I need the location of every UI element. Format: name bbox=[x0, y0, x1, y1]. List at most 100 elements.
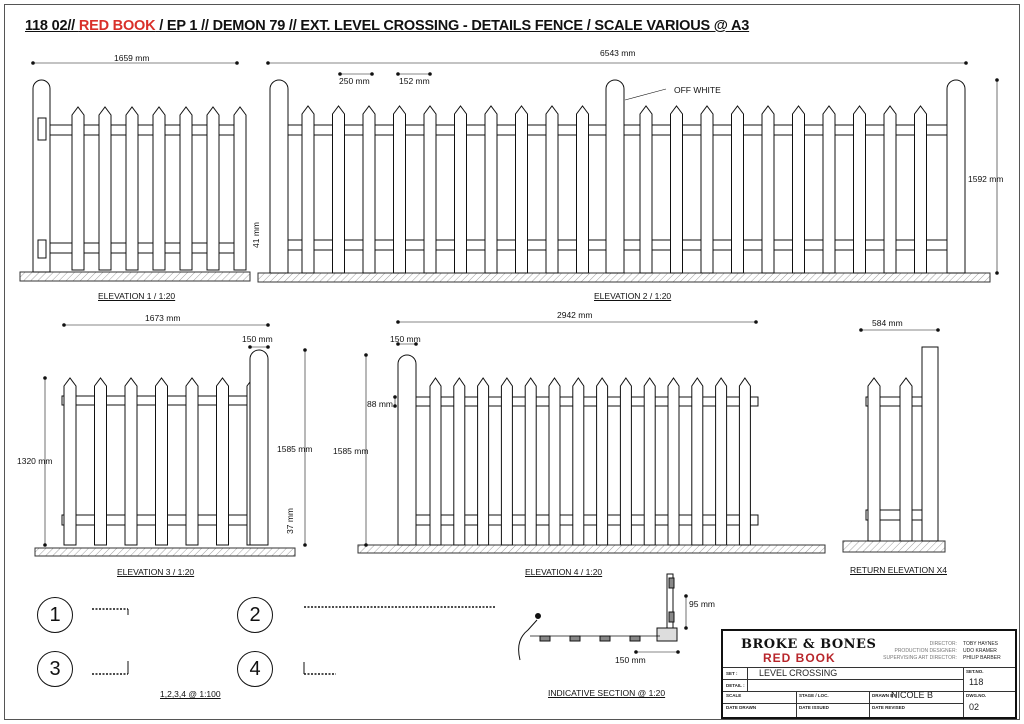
dimension-tick bbox=[364, 543, 368, 547]
dimension-tick bbox=[393, 404, 397, 408]
picket bbox=[761, 105, 775, 274]
ground-hatch bbox=[842, 540, 946, 553]
picket bbox=[423, 105, 437, 274]
credits-values: TOBY HAYNES UDO KRAMER PHILIP BARBER bbox=[963, 641, 1001, 662]
dimension-tick bbox=[396, 320, 400, 324]
logo-broke-bones: BROKE & BONES bbox=[741, 637, 877, 652]
scale-label: SCALE bbox=[726, 693, 742, 698]
date-issued-label: DATE ISSUED bbox=[799, 705, 829, 710]
picket bbox=[572, 377, 585, 546]
section-picket bbox=[599, 635, 611, 642]
picket bbox=[596, 377, 609, 546]
section-marker bbox=[535, 613, 541, 619]
credits-labels: DIRECTOR: PRODUCTION DESIGNER: SUPERVISI… bbox=[883, 641, 957, 662]
e4-rail-dim: 88 mm bbox=[367, 399, 393, 409]
pd-name: UDO KRAMER bbox=[963, 648, 997, 654]
plan-marker-1: 1 bbox=[37, 597, 73, 633]
ground-hatch bbox=[19, 271, 251, 282]
e1-width-dim: 1659 mm bbox=[114, 53, 150, 63]
e2-gap-spacing-dim: 152 mm bbox=[399, 76, 430, 86]
picket bbox=[667, 377, 680, 546]
picket bbox=[619, 377, 632, 546]
section-picket bbox=[569, 635, 581, 642]
dimension-tick bbox=[364, 353, 368, 357]
dimension-tick bbox=[684, 594, 688, 598]
picket bbox=[548, 377, 561, 546]
section-leader bbox=[518, 619, 538, 661]
dwg-label: DWG.NO. bbox=[966, 693, 987, 698]
dimension-tick bbox=[964, 61, 968, 65]
return-width-dim: 584 mm bbox=[872, 318, 903, 328]
picket bbox=[792, 105, 805, 274]
dimension-tick bbox=[43, 376, 47, 380]
sad-label: SUPERVISING ART DIRECTOR: bbox=[883, 655, 957, 661]
drawn-by-label: DRAWN BY bbox=[872, 693, 897, 698]
ground-hatch bbox=[257, 272, 991, 283]
logo-red-book: RED BOOK bbox=[763, 651, 836, 665]
picket bbox=[643, 377, 656, 546]
picket bbox=[301, 105, 315, 274]
dimension-tick bbox=[428, 72, 432, 76]
set-value: LEVEL CROSSING bbox=[759, 668, 838, 678]
section-rail bbox=[668, 611, 675, 623]
section-rail bbox=[668, 577, 675, 589]
picket bbox=[715, 377, 728, 546]
picket bbox=[883, 105, 897, 274]
picket bbox=[738, 377, 751, 546]
picket bbox=[124, 377, 138, 546]
plan-marker-4: 4 bbox=[237, 651, 273, 687]
fence-post bbox=[397, 354, 417, 546]
sheet-title: 118 02// RED BOOK / EP 1 // DEMON 79 // … bbox=[25, 18, 749, 34]
picket bbox=[155, 377, 168, 546]
dimension-tick bbox=[414, 342, 418, 346]
ground-hatch bbox=[357, 544, 826, 554]
dimension-tick bbox=[338, 72, 342, 76]
e3-label: ELEVATION 3 / 1:20 bbox=[117, 567, 195, 577]
dimension-tick bbox=[43, 543, 47, 547]
picket bbox=[524, 377, 537, 546]
e2-finish-note: OFF WHITE bbox=[674, 85, 721, 95]
e2-picket-spacing-dim: 250 mm bbox=[339, 76, 370, 86]
rail bbox=[413, 396, 759, 407]
dimension-tick bbox=[936, 328, 940, 332]
picket bbox=[484, 105, 498, 274]
picket bbox=[691, 377, 704, 546]
e4-post-height-dim: 1585 mm bbox=[333, 446, 369, 456]
plans-scale-label: 1,2,3,4 @ 1:100 bbox=[160, 689, 221, 699]
dimension-tick bbox=[995, 78, 999, 82]
plan-marker-2: 2 bbox=[237, 597, 273, 633]
drawn-by-value: NICOLE B bbox=[891, 690, 934, 700]
section-footing bbox=[656, 627, 678, 642]
picket bbox=[899, 377, 913, 542]
picket bbox=[500, 377, 513, 546]
gate-hinge bbox=[37, 117, 47, 141]
picket bbox=[853, 105, 866, 274]
picket bbox=[867, 377, 881, 542]
picket bbox=[152, 106, 166, 271]
fence-post bbox=[946, 79, 966, 274]
title-block: BROKE & BONES RED BOOK DIRECTOR: PRODUCT… bbox=[721, 629, 1017, 719]
pd-label: PRODUCTION DESIGNER: bbox=[894, 648, 957, 654]
picket bbox=[98, 106, 112, 271]
dimension-tick bbox=[266, 61, 270, 65]
fence-post bbox=[249, 349, 269, 546]
director-label: DIRECTOR: bbox=[929, 641, 957, 647]
picket bbox=[454, 105, 467, 274]
picket bbox=[453, 377, 466, 546]
e4-width-dim: 2942 mm bbox=[557, 310, 593, 320]
sad-name: PHILIP BARBER bbox=[963, 655, 1001, 661]
dimension-tick bbox=[235, 61, 239, 65]
dwg-value: 02 bbox=[969, 702, 980, 712]
picket bbox=[639, 105, 653, 274]
section-picket bbox=[629, 635, 641, 642]
dimension-tick bbox=[396, 72, 400, 76]
fence-post bbox=[269, 79, 289, 274]
dimension-tick bbox=[370, 72, 374, 76]
picket bbox=[216, 377, 229, 546]
dimension-tick bbox=[393, 395, 397, 399]
e2-width-dim: 6543 mm bbox=[600, 48, 636, 58]
picket bbox=[94, 377, 107, 546]
picket bbox=[185, 377, 199, 546]
picket bbox=[71, 106, 85, 271]
picket bbox=[125, 106, 139, 271]
